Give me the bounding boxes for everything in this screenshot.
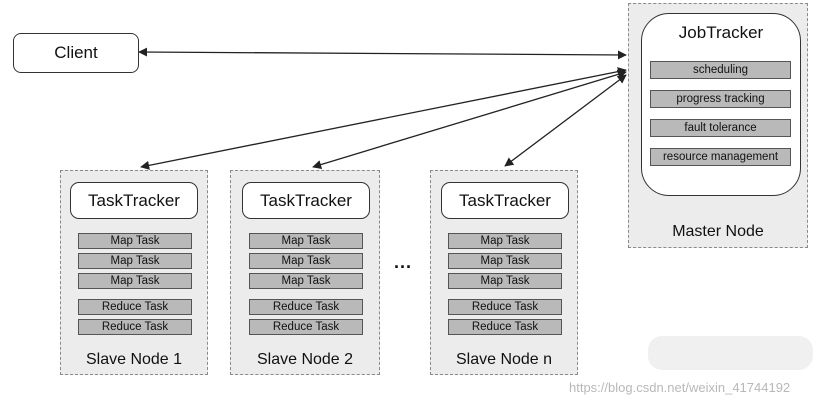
- watermark-text: https://blog.csdn.net/weixin_41744192: [569, 380, 791, 395]
- jobtracker-title: JobTracker: [678, 23, 764, 42]
- tasktracker-label: TaskTracker: [459, 190, 551, 210]
- slave2-master-arrow: [312, 70, 627, 169]
- master-node-label: Master Node: [672, 223, 764, 240]
- reduce-task: Reduce Task: [78, 299, 192, 315]
- tasktracker-label: TaskTracker: [260, 190, 352, 210]
- reduce-task: Reduce Task: [249, 319, 363, 335]
- map-task: Map Task: [448, 253, 562, 269]
- slave-node: TaskTracker Map Task Map Task Map Task R…: [430, 170, 578, 375]
- slave-node: TaskTracker Map Task Map Task Map Task R…: [60, 170, 208, 375]
- client-master-arrow: [138, 47, 627, 60]
- slave-node-label: Slave Node n: [455, 351, 553, 368]
- map-task: Map Task: [448, 273, 562, 289]
- slave-node-label: Slave Node 1: [85, 351, 183, 368]
- client-label: Client: [54, 43, 98, 62]
- more-nodes-ellipsis: ...: [394, 252, 413, 272]
- tasktracker-box: TaskTracker: [242, 182, 370, 219]
- slaven-master-arrow: [504, 74, 627, 167]
- jobtracker-function: resource management: [650, 148, 791, 166]
- reduce-task: Reduce Task: [448, 319, 562, 335]
- map-task: Map Task: [249, 253, 363, 269]
- client-box: Client: [13, 33, 139, 73]
- slave-node: TaskTracker Map Task Map Task Map Task R…: [230, 170, 380, 375]
- slave1-master-arrow: [140, 67, 627, 170]
- jobtracker-function: scheduling: [650, 61, 791, 79]
- slave-node-label: Slave Node 2: [256, 351, 354, 368]
- reduce-task: Reduce Task: [448, 299, 562, 315]
- jobtracker-box: JobTracker scheduling progress tracking …: [641, 13, 801, 196]
- jobtracker-function: fault tolerance: [650, 119, 791, 137]
- tasktracker-box: TaskTracker: [70, 182, 198, 219]
- map-task: Map Task: [78, 233, 192, 249]
- master-node: JobTracker scheduling progress tracking …: [628, 3, 808, 248]
- map-task: Map Task: [249, 273, 363, 289]
- jobtracker-function: progress tracking: [650, 90, 791, 108]
- map-task: Map Task: [78, 273, 192, 289]
- reduce-task: Reduce Task: [78, 319, 192, 335]
- watermark-blur: [648, 336, 813, 370]
- reduce-task: Reduce Task: [249, 299, 363, 315]
- map-task: Map Task: [78, 253, 192, 269]
- tasktracker-label: TaskTracker: [88, 190, 180, 210]
- tasktracker-box: TaskTracker: [441, 182, 569, 219]
- map-task: Map Task: [448, 233, 562, 249]
- map-task: Map Task: [249, 233, 363, 249]
